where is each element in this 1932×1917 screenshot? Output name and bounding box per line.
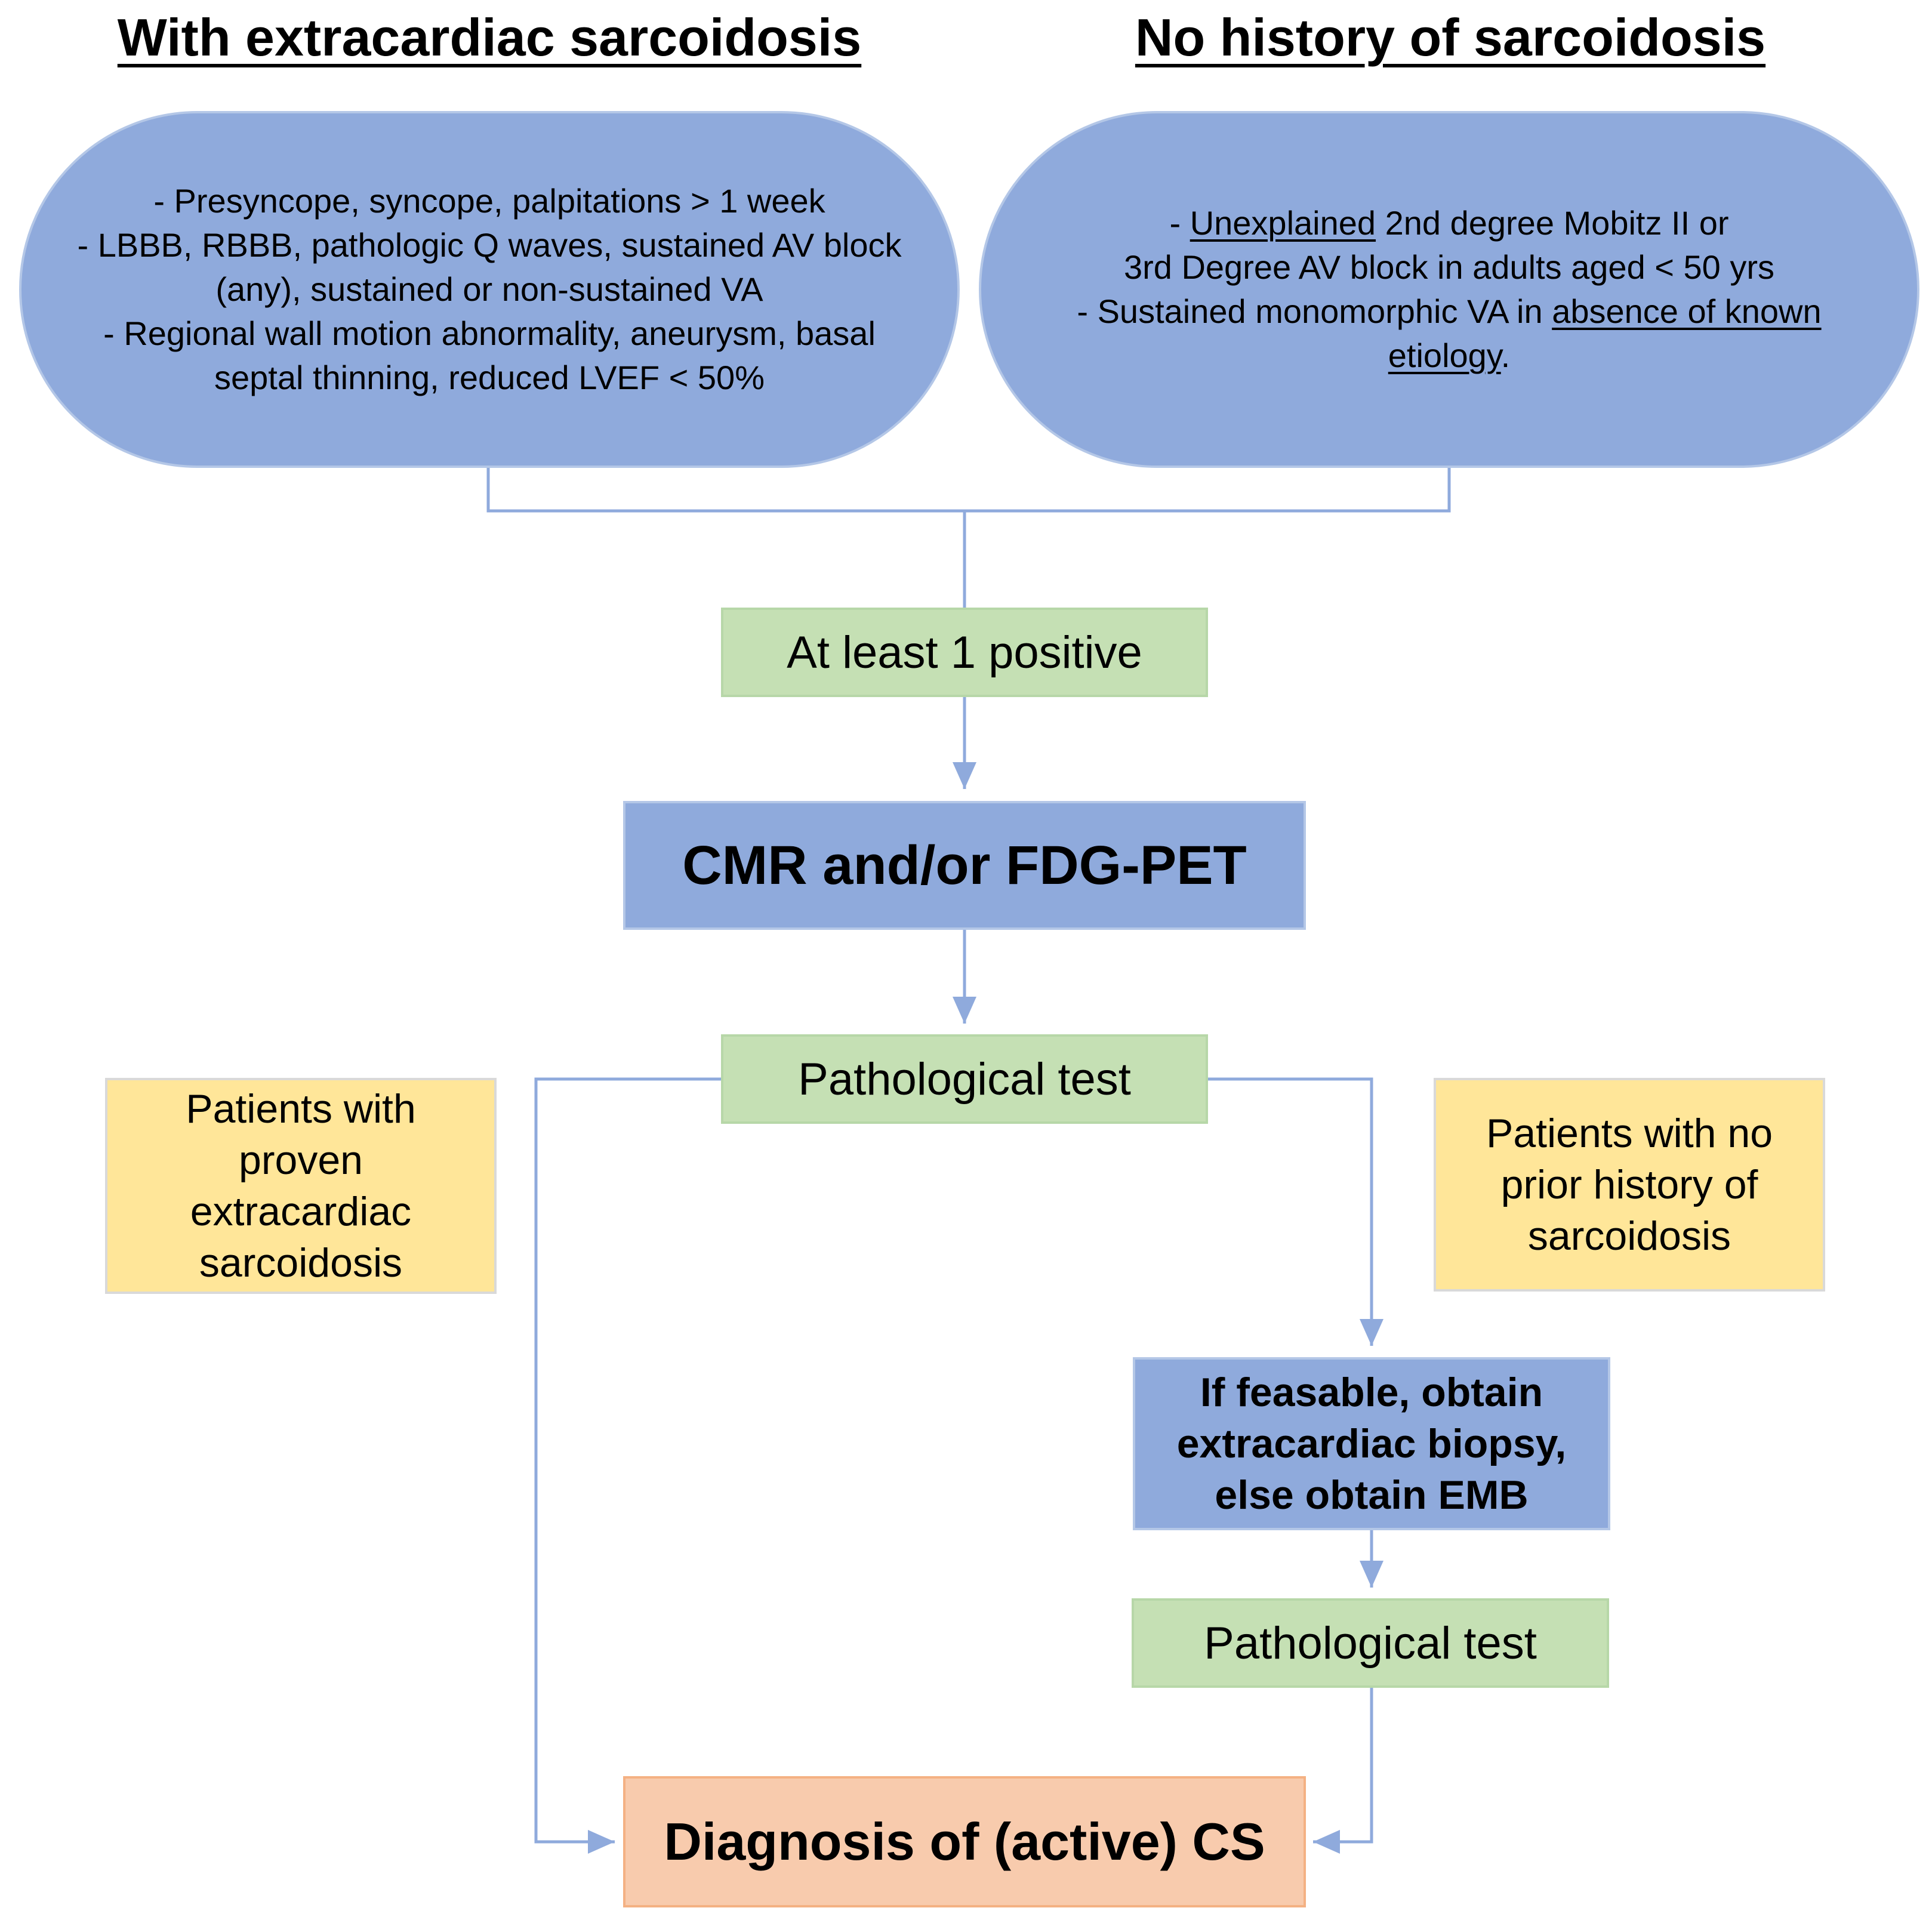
biopsy-line: else obtain EMB: [1215, 1472, 1529, 1518]
criteria-line: - Presyncope, syncope, palpitations > 1 …: [153, 182, 825, 220]
note-line: prior history of: [1500, 1162, 1758, 1207]
criteria-emphasis: Unexplained: [1190, 204, 1376, 242]
criteria-line: - Unexplained 2nd degree Mobitz II or: [981, 201, 1917, 245]
header-no-history: No history of sarcoidosis: [1135, 8, 1766, 67]
criteria-line: 3rd Degree AV block in adults aged < 50 …: [1123, 248, 1775, 286]
criteria-text: -: [1169, 204, 1190, 242]
diagnosis-label: Diagnosis of (active) CS: [664, 1812, 1265, 1871]
note-no-prior-history: Patients with no prior history of sarcoi…: [1434, 1078, 1825, 1292]
note-line: Patients with: [186, 1086, 416, 1132]
biopsy-line: extracardiac biopsy,: [1176, 1421, 1567, 1466]
biopsy-line: If feasable, obtain: [1200, 1370, 1543, 1415]
criteria-line: septal thinning, reduced LVEF < 50%: [214, 359, 765, 396]
diagnosis-box: Diagnosis of (active) CS: [623, 1776, 1306, 1907]
header-extracardiac: With extracardiac sarcoidosis: [117, 8, 862, 67]
criteria-oval-extracardiac: - Presyncope, syncope, palpitations > 1 …: [19, 111, 960, 468]
criteria-line: - LBBB, RBBB, pathologic Q waves, sustai…: [77, 226, 902, 264]
criteria-emphasis: etiology: [1388, 337, 1501, 374]
connector-ovals-merge: [486, 467, 1451, 513]
note-line: sarcoidosis: [1527, 1213, 1731, 1259]
criteria-line: - Regional wall motion abnormality, aneu…: [103, 315, 876, 352]
note-line: Patients with no: [1486, 1111, 1773, 1156]
pathological-test-label: Pathological test: [1204, 1617, 1537, 1669]
at-least-one-positive-label: At least 1 positive: [787, 627, 1142, 678]
criteria-line: (any), sustained or non-sustained VA: [215, 270, 763, 308]
criteria-line: - Sustained monomorphic VA in absence of…: [981, 289, 1917, 334]
at-least-one-positive-box: At least 1 positive: [721, 608, 1208, 697]
criteria-emphasis: absence of known: [1552, 292, 1822, 330]
imaging-box: CMR and/or FDG-PET: [623, 801, 1306, 930]
note-line: proven: [239, 1138, 363, 1183]
pathological-test-box: Pathological test: [721, 1034, 1208, 1124]
note-line: sarcoidosis: [199, 1240, 403, 1286]
note-proven-extracardiac: Patients with proven extracardiac sarcoi…: [105, 1078, 497, 1294]
arrow-test-to-biopsy: [1208, 1077, 1383, 1346]
criteria-text: - Sustained monomorphic VA in: [1077, 292, 1552, 330]
criteria-text: .: [1500, 337, 1511, 374]
biopsy-box: If feasable, obtain extracardiac biopsy,…: [1133, 1357, 1610, 1530]
criteria-line: etiology.: [981, 334, 1917, 378]
criteria-oval-no-history: - Unexplained 2nd degree Mobitz II or 3r…: [979, 111, 1919, 468]
imaging-label: CMR and/or FDG-PET: [682, 834, 1247, 896]
note-line: extracardiac: [190, 1189, 412, 1234]
pathological-test-box-2: Pathological test: [1132, 1598, 1609, 1688]
arrow-test2-to-diagnosis-right: [1313, 1688, 1373, 1854]
arrow-test-to-diagnosis-left: [534, 1077, 721, 1854]
criteria-text: 2nd degree Mobitz II or: [1376, 204, 1729, 242]
pathological-test-label: Pathological test: [798, 1053, 1131, 1105]
